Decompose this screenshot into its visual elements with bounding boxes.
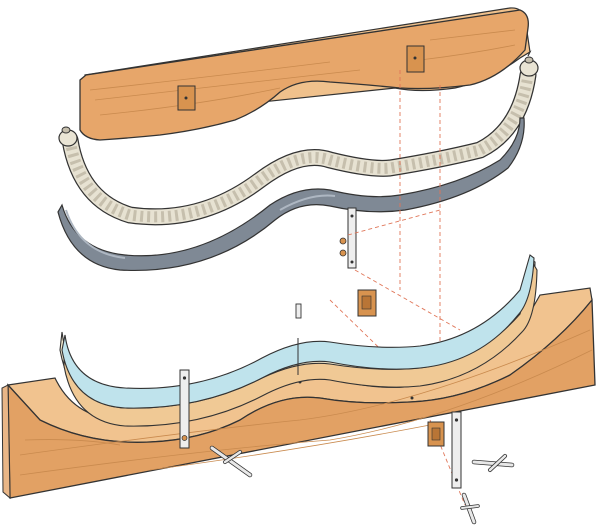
upper-form-block: [79, 7, 532, 141]
bolt-left: [209, 445, 253, 478]
bracket-upper: [347, 207, 357, 269]
bracket-left: [179, 369, 190, 449]
bolt-right: [471, 454, 515, 472]
bracket-right: [451, 411, 462, 489]
steel-strap: [57, 117, 525, 272]
small-spacer-block: [357, 289, 377, 317]
bolt-bottom: [460, 492, 480, 525]
bolts-upper: [339, 237, 347, 257]
dowel-pin: [295, 303, 302, 319]
twisted-rope: [58, 56, 539, 226]
bending-strips: [59, 254, 538, 427]
spacer-block-lower: [427, 421, 445, 447]
